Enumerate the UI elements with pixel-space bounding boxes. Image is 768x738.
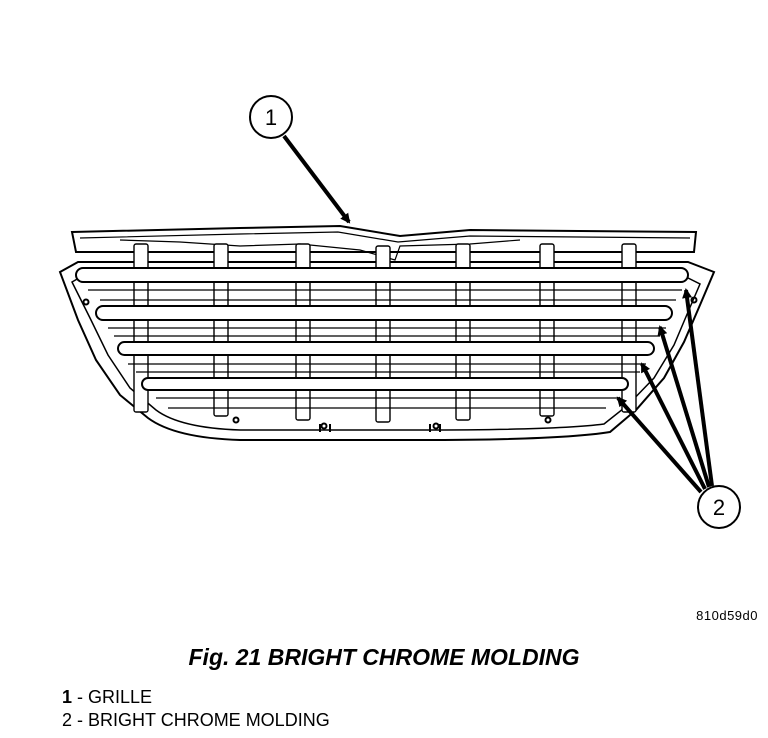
legend-label: GRILLE — [88, 687, 153, 707]
figure-code: 810d59d0 — [696, 608, 758, 623]
legend-separator: - — [72, 710, 89, 730]
legend-item-bright-chrome-molding: 2 - BRIGHT CHROME MOLDING — [62, 709, 330, 732]
grille-top-frame — [70, 224, 698, 261]
callout-2: 2 — [616, 288, 741, 529]
legend-separator: - — [72, 687, 89, 707]
figure-caption: Fig. 21 BRIGHT CHROME MOLDING — [188, 644, 580, 670]
callout-1: 1 — [249, 95, 351, 224]
legend-number: 2 — [62, 710, 73, 730]
callout-1-number: 1 — [265, 105, 277, 130]
legend-number: 1 — [62, 687, 73, 707]
bright-chrome-molding-bars — [75, 267, 689, 391]
legend-item-grille: 1 - GRILLE — [62, 686, 330, 709]
grille-inner-rows — [88, 289, 682, 409]
callout-2-number: 2 — [713, 495, 725, 520]
legend: 1 - GRILLE 2 - BRIGHT CHROME MOLDING — [62, 686, 330, 732]
grille-illustration: 1 2 — [58, 95, 741, 529]
legend-label: BRIGHT CHROME MOLDING — [88, 710, 330, 730]
